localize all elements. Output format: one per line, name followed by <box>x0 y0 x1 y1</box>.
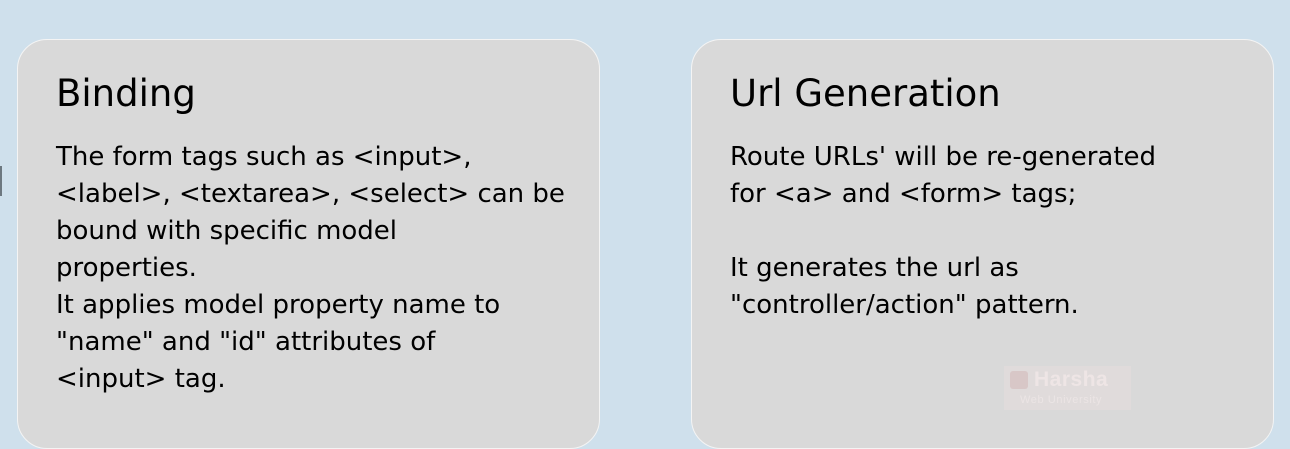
binding-line-2: <label>, <textarea>, <select> can be <box>56 179 565 209</box>
url-line-2: for <a> and <form> tags; <box>730 179 1077 209</box>
binding-card-body: The form tags such as <input>, <label>, … <box>56 139 586 398</box>
watermark-subtitle: Web University <box>1020 394 1103 406</box>
binding-line-5: It applies model property name to <box>56 290 501 320</box>
url-line-3: It generates the url as <box>730 253 1019 283</box>
edge-mark <box>0 166 2 196</box>
url-line-4: "controller/action" pattern. <box>730 290 1079 320</box>
watermark-name: Harsha <box>1034 368 1109 391</box>
binding-line-1: The form tags such as <input>, <box>56 142 472 172</box>
watermark-top: Harsha <box>1004 366 1131 394</box>
url-line-1: Route URLs' will be re-generated <box>730 142 1157 172</box>
harsha-logo-icon <box>1010 371 1028 389</box>
binding-line-3: bound with specific model <box>56 216 398 246</box>
harsha-watermark-logo: Harsha Web University <box>1004 366 1131 410</box>
url-generation-card-title: Url Generation <box>730 72 1001 115</box>
binding-card-title: Binding <box>56 72 196 115</box>
paragraph-spacer <box>730 213 1260 250</box>
binding-line-7: <input> tag. <box>56 364 226 394</box>
url-generation-card: Url Generation Route URLs' will be re-ge… <box>691 39 1274 449</box>
binding-line-6: "name" and "id" attributes of <box>56 327 436 357</box>
binding-card: Binding The form tags such as <input>, <… <box>17 39 600 449</box>
url-generation-card-body: Route URLs' will be re-generated for <a>… <box>730 139 1260 324</box>
binding-line-4: properties. <box>56 253 197 283</box>
